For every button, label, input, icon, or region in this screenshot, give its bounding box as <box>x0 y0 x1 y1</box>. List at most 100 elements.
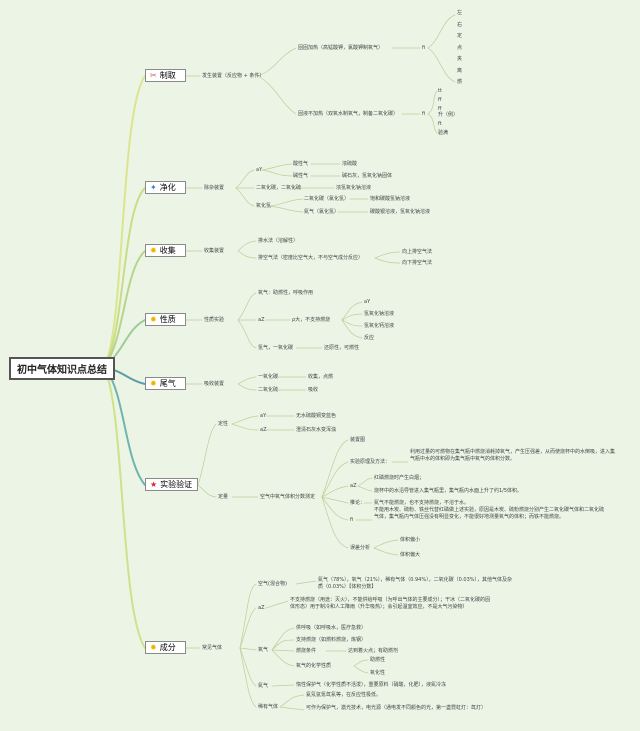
xingzhi-co[interactable]: 氢气，一氧化碳 <box>258 345 294 351</box>
xingzhi-list-item[interactable]: 反应 <box>364 335 375 341</box>
xingzhi-co-right[interactable]: 还原性，可燃性 <box>324 345 360 351</box>
branch-chengfen[interactable]: ✹ 成分 <box>145 641 186 654</box>
branch-label: 实验验证 <box>160 480 193 489</box>
xingzhi-az[interactable]: aZ <box>258 317 265 323</box>
chengfen-ranshao[interactable]: 燃烧条件 <box>296 648 317 654</box>
zhiqu-guye-item[interactable]: ft <box>438 121 442 127</box>
jinghua-ay[interactable]: aY <box>256 167 263 173</box>
weiqi-co[interactable]: 一氧化碳 <box>258 374 279 380</box>
xingzhi-o2[interactable]: 氧气：助燃性，呼吸作用 <box>258 290 314 296</box>
chengfen-kongqi[interactable]: 空气(混合物) <box>258 581 287 587</box>
branch-jinghua[interactable]: ✦ 净化 <box>145 181 186 194</box>
chengfen-kongqi-text[interactable]: 氮气（78%），氧气（21%），稀有气体（0.94%），二氧化碳（0.03%），… <box>318 577 512 590</box>
jinghua-sub[interactable]: 除杂装置 <box>204 185 225 191</box>
branch-xingzhi[interactable]: ✹ 性质 <box>145 313 186 326</box>
jinghua-item-right[interactable]: 浓硫酸 <box>342 161 358 167</box>
weiqi-so2-right[interactable]: 吸收 <box>308 387 319 393</box>
jinghua-item[interactable]: 二氧化碳（氯化氢） <box>304 196 350 202</box>
jinghua-item[interactable]: 氮气（氯化氢） <box>304 209 340 215</box>
branch-yanzheng[interactable]: ★ 实验验证 <box>145 478 198 491</box>
chengfen-sub[interactable]: 常见气体 <box>202 645 223 651</box>
sparkle-icon: ✦ <box>150 182 157 192</box>
shouji-b2[interactable]: 向下排空气法 <box>402 260 433 266</box>
chengfen-yanghua[interactable]: 氧化性 <box>370 670 386 676</box>
yanzheng-xx1[interactable]: 红磷燃烧时产生白烟； <box>374 475 425 481</box>
chengfen-az-text[interactable]: 不支持燃烧（用途：灭火），不能供给呼吸（为呼出气体的主要成分）；干冰（二氧化碳的… <box>290 597 491 610</box>
shouji-a[interactable]: 排水法（溶解性） <box>258 238 299 244</box>
yanzheng-zhuangzhi[interactable]: 装置图 <box>350 437 366 443</box>
chengfen-xiyou-b[interactable]: 可作为保护气，激光技术，电光源（通电发不同颜色的光，第一盏霓虹灯：氙灯） <box>306 705 487 711</box>
zhiqu-guye-item[interactable]: 升（例） <box>438 112 459 118</box>
jinghua-item-right[interactable]: 碳酸银溶液，氢氧化钠溶液 <box>370 209 431 215</box>
jinghua-item[interactable]: 碱性气 <box>293 173 309 179</box>
shouji-sub[interactable]: 收集装置 <box>204 248 225 254</box>
weiqi-so2[interactable]: 二氧化硫 <box>258 387 279 393</box>
yanzheng-wc2[interactable]: 体积偏大 <box>400 552 421 558</box>
yanzheng-shiyan-text[interactable]: 利用过量的可燃物在集气瓶中燃烧消耗掉氧气，产生压强差，从而使烧杯中的水倒吸，进入… <box>410 449 616 462</box>
zhiqu-guye-item[interactable]: tt <box>438 88 442 94</box>
yanzheng-wc1[interactable]: 体积偏小 <box>400 537 421 543</box>
yanzheng-fi[interactable]: fi <box>350 517 354 523</box>
jinghua-item-right[interactable]: 碱石灰，氢氧化钠固体 <box>342 173 393 179</box>
zhiqu-guye-mark[interactable]: fi <box>422 111 426 117</box>
yanzheng-xianxiang[interactable]: aZ <box>350 483 357 489</box>
sun-icon: ✹ <box>150 378 157 388</box>
weiqi-sub[interactable]: 吸收装置 <box>204 381 225 387</box>
root-topic[interactable]: 初中气体知识点总结 <box>9 357 115 380</box>
chengfen-huaxue[interactable]: 氧气的化学性质 <box>296 663 332 669</box>
xingzhi-list-item[interactable]: 氢氧化钙溶液 <box>364 323 395 329</box>
chengfen-ranshao-right[interactable]: 达到着火点；有助燃剂 <box>348 648 399 654</box>
shouji-b1[interactable]: 向上排空气法 <box>402 249 433 255</box>
chengfen-yangqi[interactable]: 氧气 <box>258 647 269 653</box>
chengfen-danqi-text[interactable]: 惰性保护气（化学性质不活泼），重要原料（硝酸，化肥），液氮冷冻 <box>296 682 447 688</box>
xingzhi-list-item[interactable]: 氢氧化钠溶液 <box>364 311 395 317</box>
zhiqu-gugu-mark[interactable]: fi <box>422 45 426 51</box>
chengfen-zhichi[interactable]: 支持燃烧（如燃料燃烧，炼钢） <box>296 637 367 643</box>
zhiqu-gugu-vertical[interactable]: 左右定点夹离燃 <box>457 10 463 85</box>
branch-zhiqu[interactable]: ✂ 制取 <box>145 69 186 82</box>
branch-shouji[interactable]: ✹ 收集 <box>145 244 186 257</box>
chengfen-zhuran[interactable]: 助燃性 <box>370 657 386 663</box>
chengfen-xiyou[interactable]: 稀有气体 <box>258 704 279 710</box>
zhiqu-guye[interactable]: 固液不加热（双氧水制氧气，制备二氧化碳） <box>298 111 399 117</box>
yanzheng-xx2[interactable]: 烧杯中的水沿导管进入集气瓶里，集气瓶内水面上升了约1/5体积。 <box>374 488 523 494</box>
jinghua-item[interactable]: 氧化氢 <box>256 203 272 209</box>
chengfen-gongji[interactable]: 供呼吸（如呼吸水，医疗急救） <box>296 625 367 631</box>
yanzheng-dingliang[interactable]: 定量 <box>218 494 229 500</box>
zhiqu-guye-item[interactable]: ff <box>438 97 442 103</box>
jinghua-item[interactable]: 二氧化碳，二氧化硫 <box>256 185 302 191</box>
xingzhi-sub[interactable]: 性质实验 <box>204 317 225 323</box>
yanzheng-ay[interactable]: aY <box>260 413 267 419</box>
shouji-b[interactable]: 排空气法（密度比空气大，不与空气成分反应） <box>258 255 364 261</box>
branch-label: 性质 <box>159 315 176 324</box>
jinghua-item[interactable]: 酸性气 <box>293 161 309 167</box>
zhiqu-gugu[interactable]: 固固加热（高锰酸钾，氯酸钾制氧气） <box>298 45 384 51</box>
branch-label: 尾气 <box>159 379 176 388</box>
yanzheng-kongqi[interactable]: 空气中氧气体积分数测定 <box>260 494 316 500</box>
xingzhi-rho[interactable]: ρ大，不支持燃烧 <box>292 317 331 323</box>
zhiqu-guye-item[interactable]: 验满 <box>438 130 449 136</box>
branch-label: 净化 <box>159 183 176 192</box>
weiqi-co-right[interactable]: 收集，点燃 <box>308 374 334 380</box>
branch-label: 成分 <box>159 643 176 652</box>
xingzhi-list-item[interactable]: aY <box>364 299 371 305</box>
branch-label: 收集 <box>159 246 176 255</box>
yanzheng-ay-right[interactable]: 无水硫酸铜变蓝色 <box>296 413 337 419</box>
branch-weiqi[interactable]: ✹ 尾气 <box>145 377 186 390</box>
chengfen-danqi[interactable]: 氮气 <box>258 683 269 689</box>
yanzheng-az-right[interactable]: 澄清石灰水变浑浊 <box>296 427 337 433</box>
jinghua-item-right[interactable]: 浓氢氧化钠溶液 <box>336 185 372 191</box>
sun-icon: ✹ <box>150 642 157 652</box>
yanzheng-fi-text[interactable]: 不能用木炭、硫粉、铁丝代替红磷做上述实验，原因是木炭、硫粉燃烧分别产生二氧化碳气… <box>374 507 605 520</box>
zhiqu-guye-item[interactable]: ff <box>438 106 442 112</box>
zhiqu-sub[interactable]: 发生装置（反应物 + 条件） <box>202 73 265 79</box>
chengfen-az[interactable]: aZ <box>258 605 265 611</box>
yanzheng-az[interactable]: aZ <box>260 427 267 433</box>
jinghua-item-right[interactable]: 饱和碳酸氢钠溶液 <box>370 196 411 202</box>
yanzheng-dingxing[interactable]: 定性 <box>218 421 229 427</box>
yanzheng-tuilun[interactable]: 推论： <box>350 500 366 506</box>
yanzheng-wucha[interactable]: 误差分析 <box>350 545 371 551</box>
yanzheng-shiyan[interactable]: 实验原理及方法： <box>350 459 391 465</box>
yanzheng-tuilun-text[interactable]: 氮气不能燃烧，也不支持燃烧，不溶于水。 <box>374 500 470 506</box>
chengfen-xiyou-a[interactable]: 氦氖氩氪氙氡等，在反应性极低。 <box>306 692 382 698</box>
